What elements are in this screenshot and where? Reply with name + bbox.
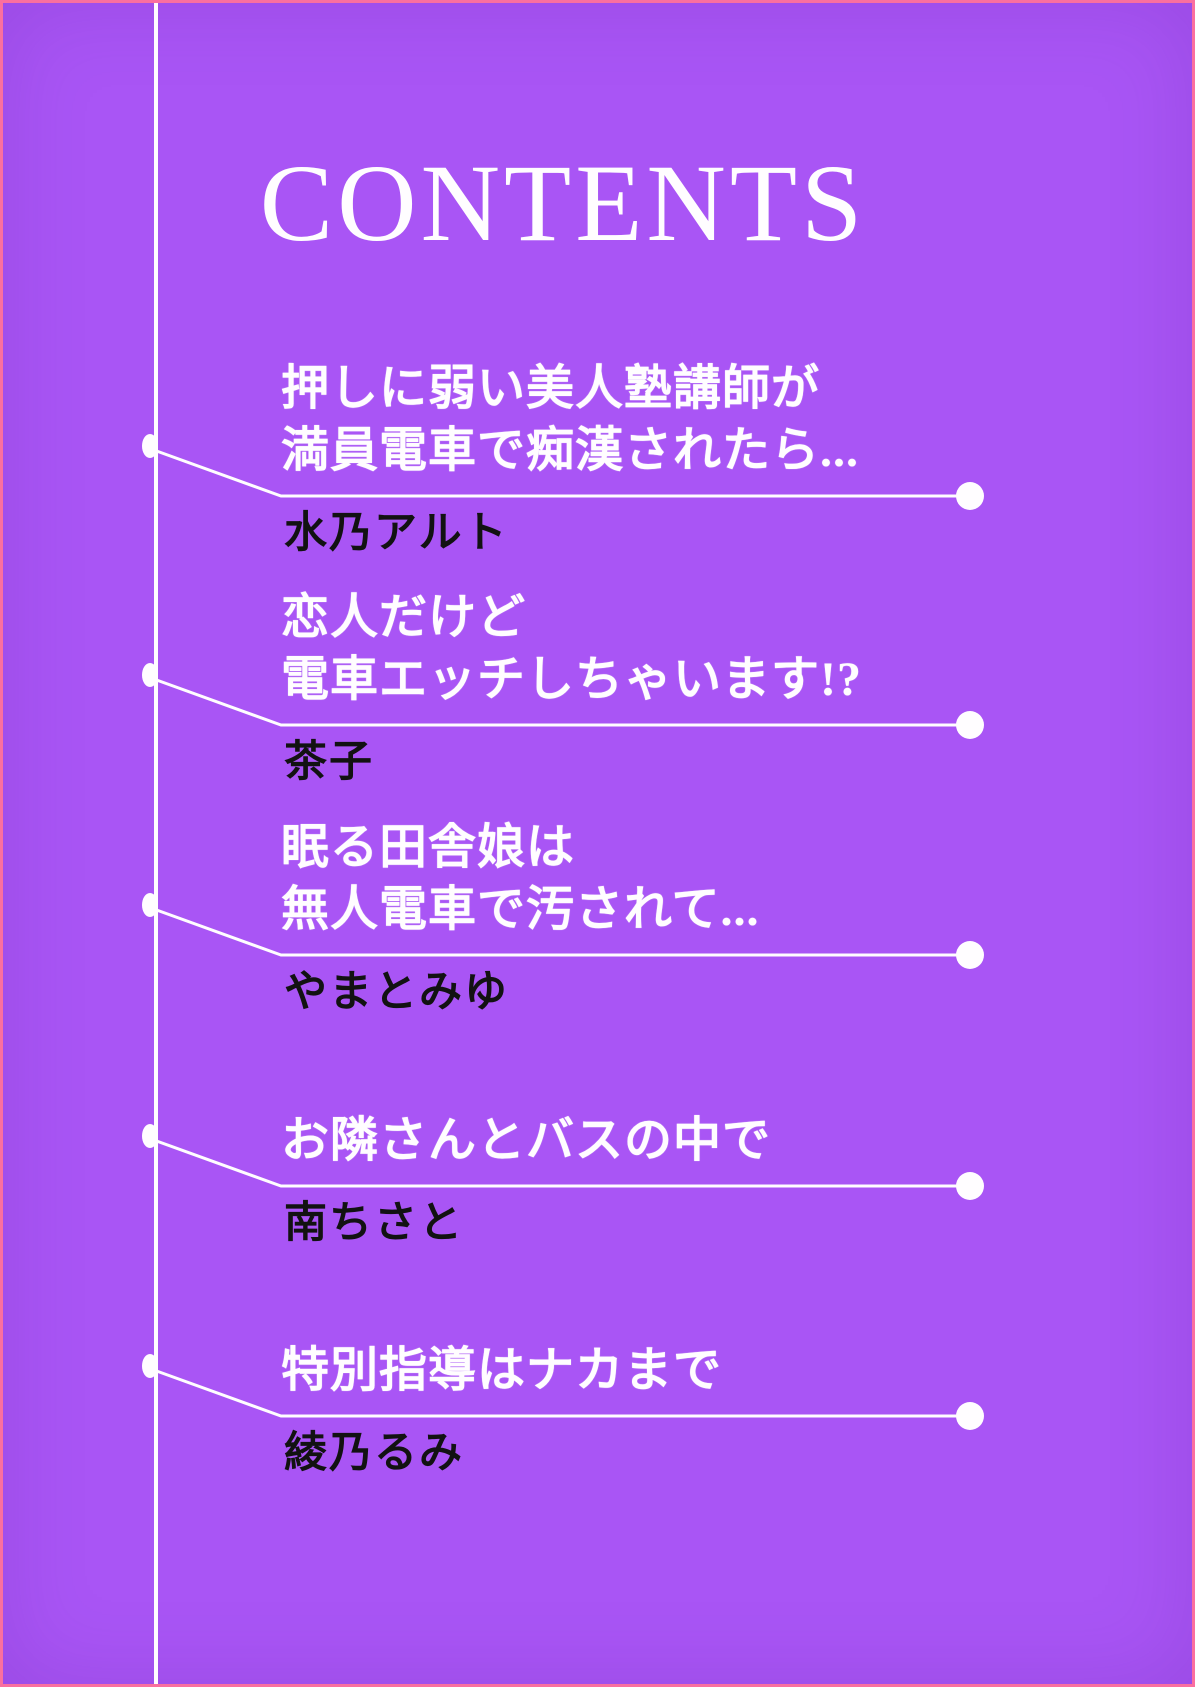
entries-list: 押しに弱い美人塾講師が満員電車で痴漢されたら... 水乃アルト 恋人だけど電車エ… xyxy=(3,3,1192,1684)
entry-title: 眠る田舎娘は無人電車で汚されて... xyxy=(281,817,760,941)
toc-entry[interactable]: 恋人だけど電車エッチしちゃいます!? 茶子 xyxy=(3,565,1192,805)
entry-title: お隣さんとバスの中で xyxy=(281,1110,771,1172)
entry-title-line: 特別指導はナカまで xyxy=(281,1344,723,1397)
entry-author: 茶子 xyxy=(284,739,374,786)
left-node-dot xyxy=(142,434,158,458)
right-node-dot xyxy=(956,1172,984,1200)
entry-author: 綾乃るみ xyxy=(284,1430,464,1477)
left-rule-line xyxy=(154,3,158,1684)
entry-title-line: 満員電車で痴漢されたら... xyxy=(281,424,860,477)
entry-author: やまとみゆ xyxy=(284,969,509,1016)
toc-entry[interactable]: 押しに弱い美人塾講師が満員電車で痴漢されたら... 水乃アルト xyxy=(3,336,1192,576)
entry-title: 恋人だけど電車エッチしちゃいます!? xyxy=(281,587,862,711)
left-node-dot xyxy=(142,663,158,687)
entry-title-line: 無人電車で汚されて... xyxy=(281,883,760,936)
toc-entry[interactable]: お隣さんとバスの中で 南ちさと xyxy=(3,1026,1192,1266)
left-node-dot xyxy=(142,1124,158,1148)
entry-author: 水乃アルト xyxy=(284,510,509,557)
left-node-dot xyxy=(142,893,158,917)
entry-title-line: 電車エッチしちゃいます!? xyxy=(281,653,862,706)
right-node-dot xyxy=(956,711,984,739)
entry-title-line: 眠る田舎娘は xyxy=(281,821,576,874)
entry-title: 押しに弱い美人塾講師が満員電車で痴漢されたら... xyxy=(281,358,859,482)
entry-title-line: お隣さんとバスの中で xyxy=(281,1114,772,1167)
toc-entry[interactable]: 特別指導はナカまで 綾乃るみ xyxy=(3,1256,1192,1496)
entry-title-line: 恋人だけど xyxy=(281,591,527,644)
page-title: CONTENTS xyxy=(259,142,867,264)
entry-title-line: 押しに弱い美人塾講師が xyxy=(281,362,821,415)
entry-title: 特別指導はナカまで xyxy=(281,1340,722,1402)
left-node-dot xyxy=(142,1354,158,1378)
toc-entry[interactable]: 眠る田舎娘は無人電車で汚されて... やまとみゆ xyxy=(3,795,1192,1035)
right-node-dot xyxy=(956,941,984,969)
right-node-dot xyxy=(956,482,984,510)
right-node-dot xyxy=(956,1402,984,1430)
entry-author: 南ちさと xyxy=(284,1200,464,1247)
